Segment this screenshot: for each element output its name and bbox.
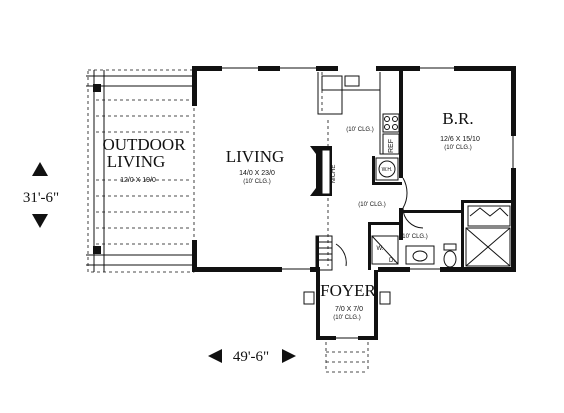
range-cooktop	[382, 113, 400, 133]
stairs	[315, 235, 347, 271]
washer-label: W.	[377, 246, 384, 252]
exterior-walls	[192, 66, 516, 272]
water-heater-label: W.H.	[382, 167, 393, 173]
bathroom: (10' CLG.)	[400, 205, 511, 268]
foyer-ceiling: (10' CLG.)	[333, 315, 361, 321]
refrigerator	[382, 133, 400, 155]
hall: (10' CLG.)	[358, 177, 424, 229]
arrow-left-icon	[208, 349, 222, 363]
interior-walls	[368, 66, 513, 270]
water-heater: W.H.	[375, 157, 399, 181]
bedroom-title: B.R.	[442, 109, 473, 128]
height-dimension: 31'-6"	[23, 162, 59, 228]
living-title: LIVING	[226, 147, 285, 166]
shower	[465, 227, 511, 267]
arrow-down-icon	[32, 214, 48, 228]
kitchen-ceiling-label: (10' CLG.)	[346, 127, 374, 133]
vanity	[405, 245, 435, 265]
bath-ceiling-label: (10' CLG.)	[400, 234, 428, 240]
width-dimension: 49'-6"	[208, 349, 296, 365]
width-dimension-label: 49'-6"	[233, 349, 269, 365]
outdoor-living-pergola	[86, 69, 196, 273]
outdoor-living-title-line2: LIVING	[107, 152, 166, 171]
ref-label: REF	[388, 139, 395, 153]
pergola-post	[93, 84, 101, 92]
kitchen-sink	[321, 75, 343, 91]
closet	[467, 205, 511, 227]
outdoor-living-dims: 12/0 X 19/0	[120, 177, 156, 184]
hall-ceiling-label: (10' CLG.)	[358, 202, 386, 208]
bedroom-dims: 12/6 X 15/10	[440, 136, 480, 143]
bedroom-ceiling: (10' CLG.)	[444, 145, 472, 151]
height-dimension-label: 31'-6"	[23, 190, 59, 206]
pergola-post	[93, 246, 101, 254]
foyer-title: FOYER	[320, 281, 376, 300]
fireplace: NICHE	[310, 146, 337, 196]
kitchen: REF (10' CLG.)	[317, 72, 400, 266]
foyer-dims: 7/0 X 7/0	[335, 306, 363, 313]
arrow-up-icon	[32, 162, 48, 176]
dryer-label: D.	[389, 258, 395, 264]
washer-dryer: W. D.	[371, 235, 399, 265]
living-dims: 14/0 X 23/0	[239, 170, 275, 177]
outdoor-living-title-line1: OUTDOOR	[102, 135, 186, 154]
toilet	[443, 243, 457, 251]
arrow-right-icon	[282, 349, 296, 363]
foyer	[303, 270, 391, 373]
living-ceiling: (10' CLG.)	[243, 179, 271, 185]
room-labels: OUTDOOR LIVING 12/0 X 19/0 LIVING 14/0 X…	[102, 109, 480, 321]
niche-label: NICHE	[331, 165, 337, 184]
